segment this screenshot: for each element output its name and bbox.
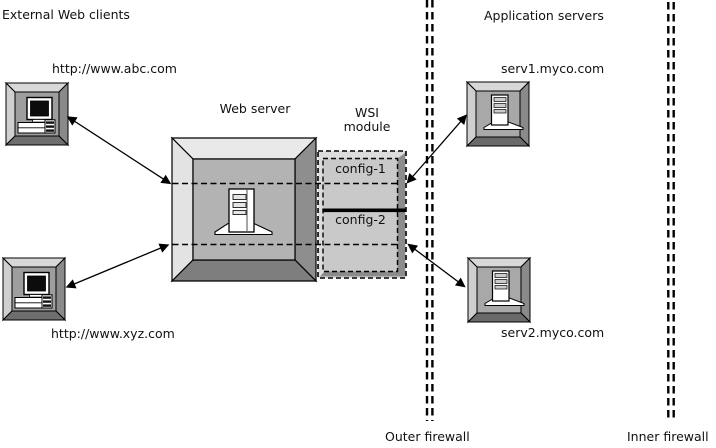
server1-icon	[466, 81, 530, 147]
wsi-module-label: WSI module	[327, 106, 407, 134]
inner-firewall-label: Inner firewall	[627, 429, 709, 444]
arrow-config2-server2	[407, 243, 466, 288]
zone-label-external-clients: External Web clients	[2, 7, 130, 22]
connection-arrows	[65, 114, 467, 289]
client1-computer-icon	[5, 82, 69, 146]
server1-host-label: serv1.myco.com	[501, 61, 605, 76]
wsi-module-box	[317, 150, 407, 279]
server2-icon	[467, 257, 531, 323]
wsi-module-label-line2: module	[343, 119, 391, 134]
client2-url-label: http://www.xyz.com	[51, 326, 175, 341]
config2-label: config-2	[335, 212, 386, 227]
client2-computer-icon	[2, 257, 66, 321]
wsi-config-divider	[323, 208, 406, 213]
arrow-config1-server1	[406, 114, 467, 184]
outer-firewall-line	[425, 0, 434, 421]
web-server-icon	[170, 136, 318, 283]
server-tower-glyph	[214, 188, 273, 236]
arrow-client2-webserver	[65, 243, 170, 289]
server2-host-label: serv2.myco.com	[501, 325, 605, 340]
client1-url-label: http://www.abc.com	[52, 61, 177, 76]
wsi-module-label-line1: WSI	[355, 105, 379, 120]
zone-label-application-servers: Application servers	[484, 8, 604, 23]
outer-firewall-label: Outer firewall	[385, 429, 470, 444]
arrow-client1-webserver	[66, 116, 172, 185]
inner-firewall-line	[667, 2, 675, 421]
web-server-label: Web server	[219, 101, 291, 116]
config1-label: config-1	[335, 161, 386, 176]
